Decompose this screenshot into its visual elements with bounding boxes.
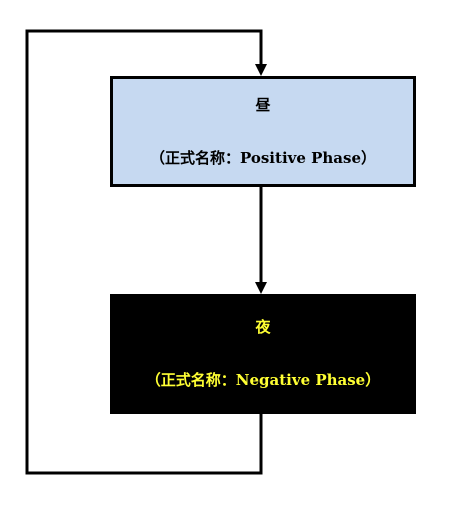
loop-connector — [25, 29, 263, 475]
day-phase-box: 昼 （正式名称：Positive Phase） — [110, 76, 416, 187]
night-phase-title: 夜 — [255, 318, 271, 336]
loop-arrowhead — [255, 64, 267, 76]
night-phase-box: 夜 （正式名称：Negative Phase） — [110, 294, 416, 414]
day-phase-subtitle: （正式名称：Positive Phase） — [149, 148, 377, 167]
night-phase-subtitle: （正式名称：Negative Phase） — [145, 371, 381, 389]
day-to-night-arrowhead — [255, 282, 267, 294]
day-phase-title: 昼 — [255, 95, 271, 114]
